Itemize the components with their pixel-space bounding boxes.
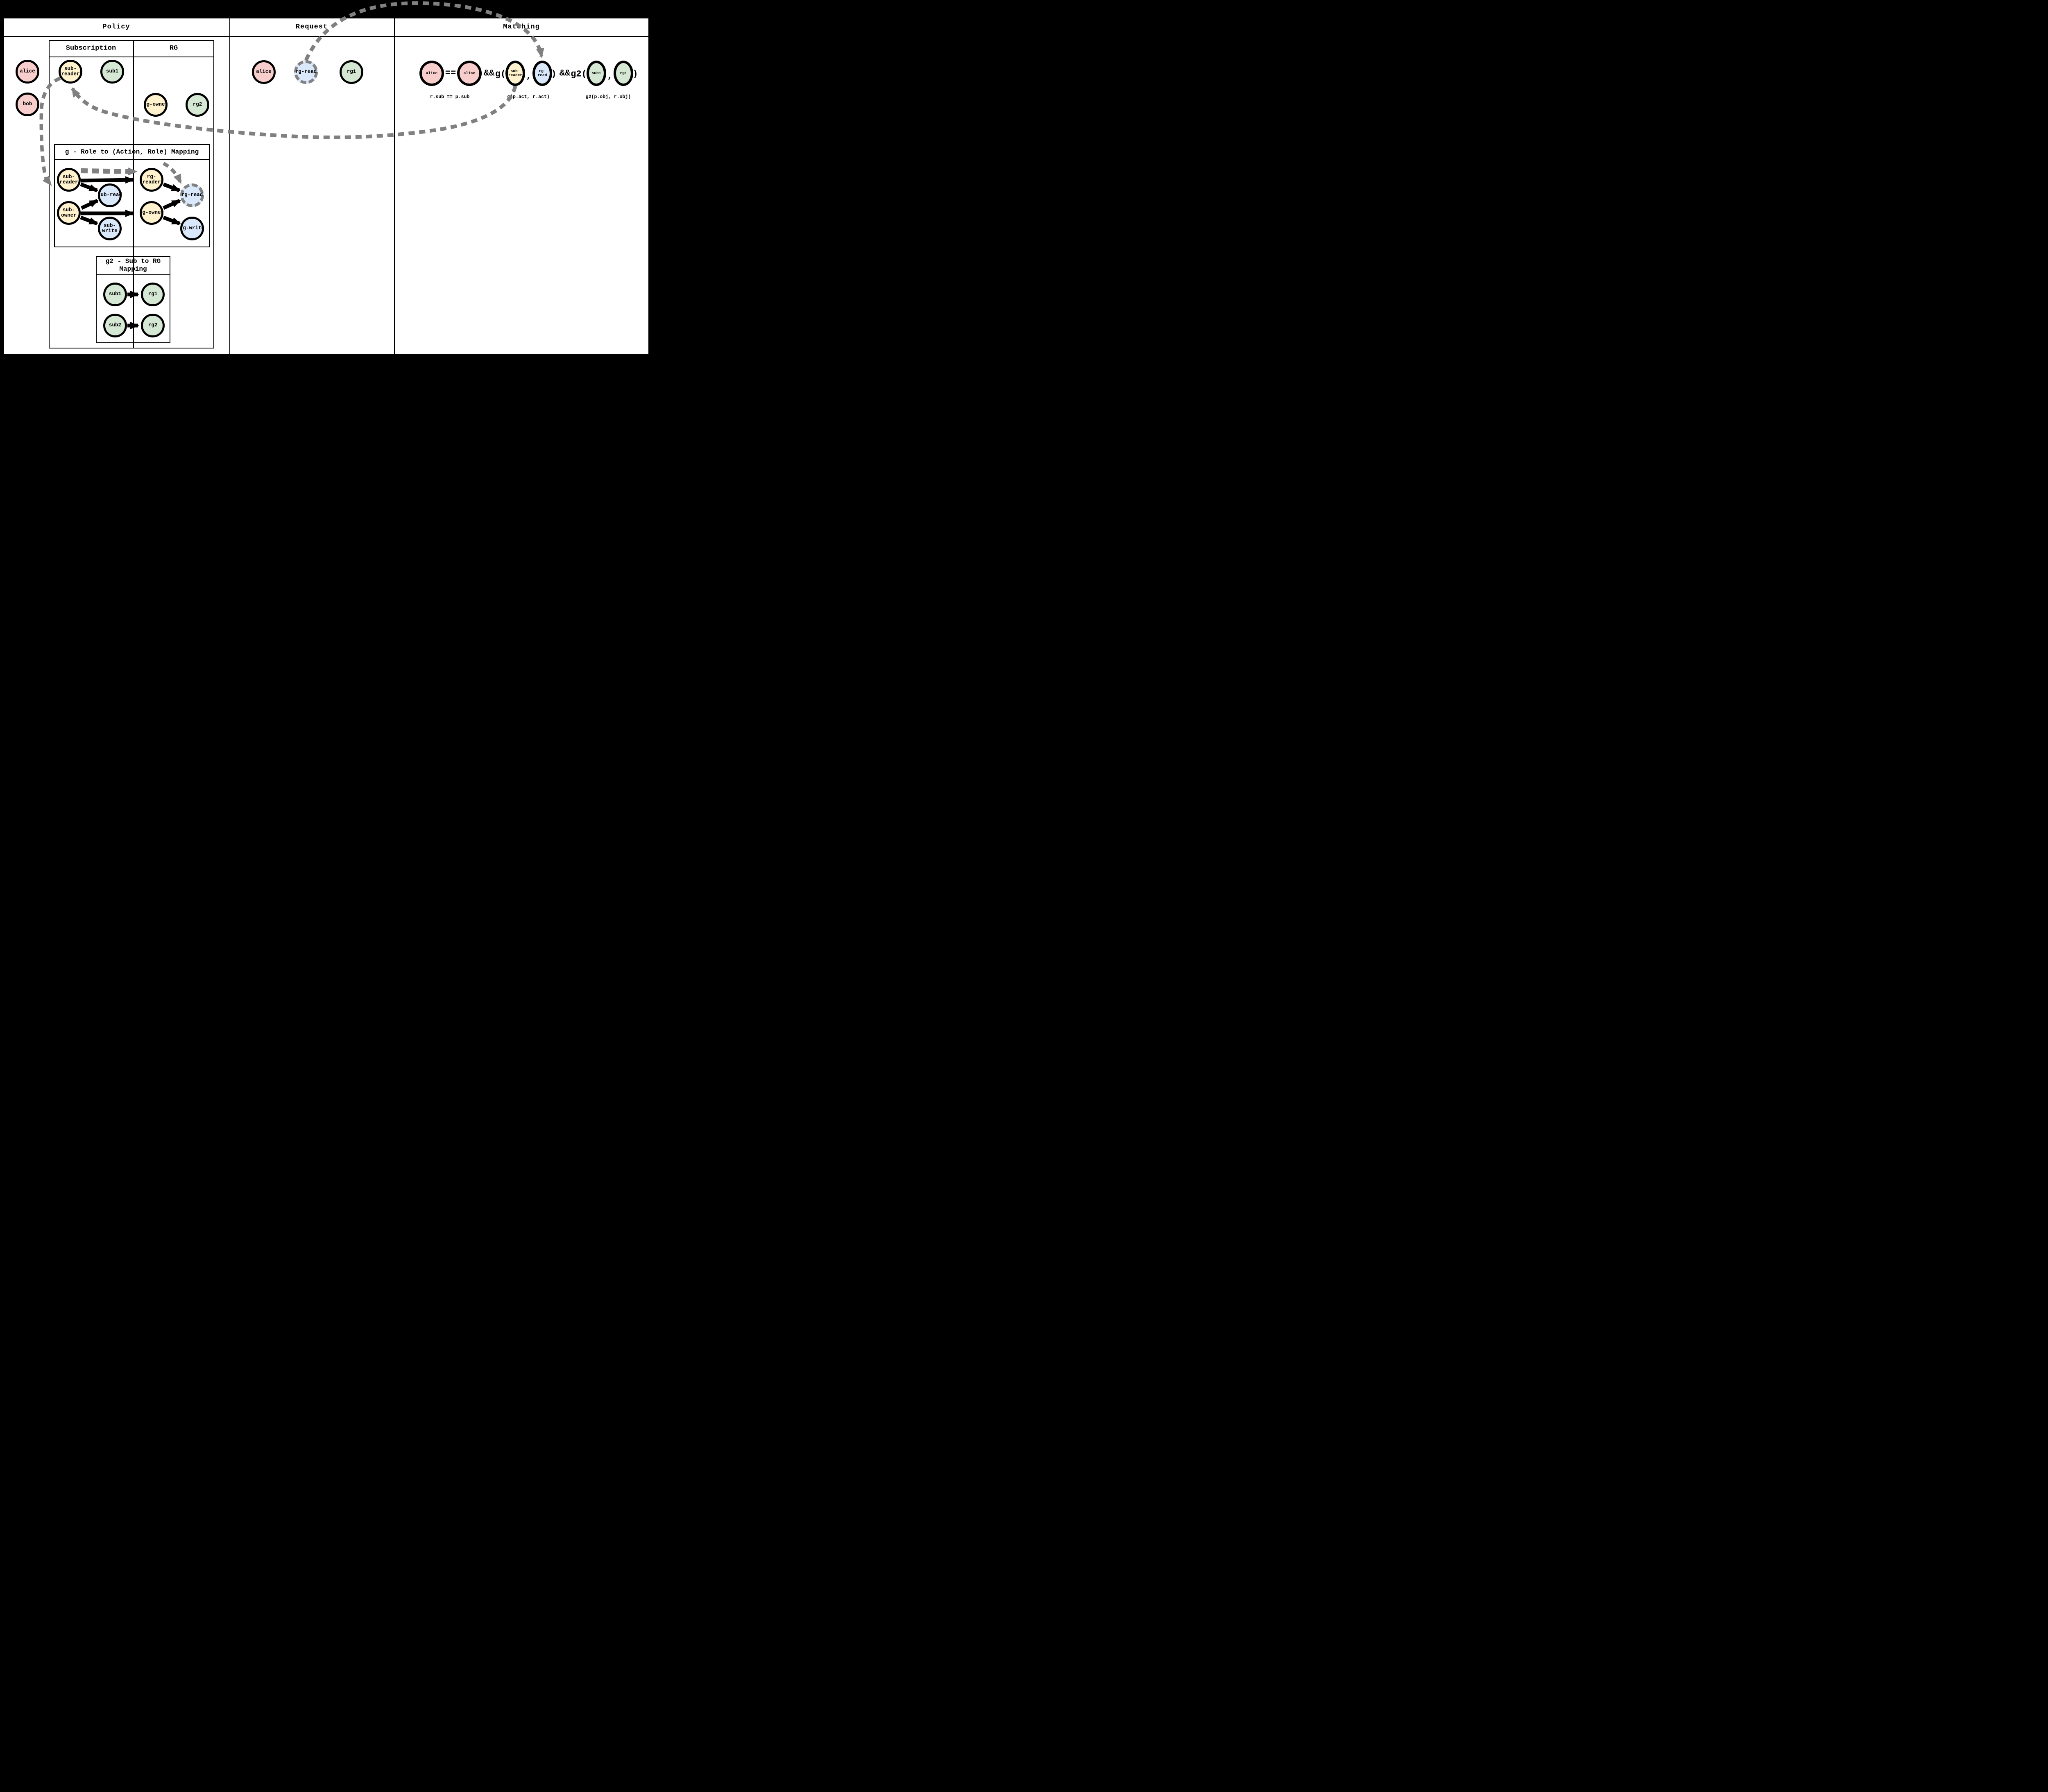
policy-node-sub-reader: sub- reader (59, 60, 82, 84)
policy-subscription-rg-table (49, 40, 214, 348)
g2-mapping-box (96, 256, 170, 343)
policy-panel-title: Policy (102, 23, 130, 31)
request-node-alice: alice (252, 60, 276, 84)
g2-box-title-line1: g2 - Sub to RG (105, 258, 161, 265)
op-and-1: && (483, 68, 495, 79)
divider-request-matching (394, 18, 395, 355)
op-g-open: g( (495, 69, 506, 79)
g-node-sub-read: sub-read (97, 183, 122, 207)
g2-box-title-line2: Mapping (119, 265, 147, 273)
annotation-g2-pobj-robj: g2(p.obj, r.obj) (585, 94, 631, 100)
request-panel-title: Request (295, 23, 328, 31)
g-node-rg-reader: rg- reader (140, 168, 163, 192)
op-comma-2: , (607, 71, 613, 81)
matching-node-r-obj: rg1 (614, 61, 633, 86)
op-comma-1: , (526, 71, 532, 81)
op-close-1: ) (551, 69, 557, 79)
g-box-title: g - Role to (Action, Role) Mapping (65, 148, 199, 156)
g-box-title-separator (55, 159, 209, 160)
table-column-divider (133, 41, 134, 348)
policy-node-bob: bob (16, 93, 39, 116)
column-header-subscription: Subscription (66, 44, 116, 52)
g2-node-sub2: sub2 (103, 314, 127, 337)
g2-node-sub1: sub1 (103, 283, 127, 306)
g2-node-rg1: rg1 (141, 283, 165, 306)
policy-node-rg-owner: rg-owner (143, 93, 168, 117)
g-node-rg-write: rg-write (180, 217, 204, 240)
request-node-rg1: rg1 (340, 60, 363, 84)
op-close-2: ) (632, 69, 638, 79)
header-row-separator (3, 36, 649, 37)
policy-node-alice: alice (16, 60, 39, 84)
divider-policy-request (229, 18, 230, 355)
g-node-sub-write: sub- write (98, 217, 122, 240)
g-node-sub-reader: sub- reader (57, 168, 81, 192)
g-node-sub-owner: sub- owner (57, 201, 81, 225)
matching-node-r-sub: alice (419, 61, 444, 86)
matching-node-p-sub: alice (457, 61, 482, 86)
column-header-rg: RG (169, 44, 178, 52)
op-equals: == (445, 68, 456, 79)
policy-node-rg2: rg2 (186, 93, 209, 117)
request-node-rg-read-highlighted: rg-read (294, 60, 318, 84)
annotation-g-pact-ract: g(p.act, r.act) (507, 94, 550, 100)
op-g2-open: g2( (571, 69, 587, 79)
matching-node-r-act: rg- read (532, 61, 552, 86)
g2-box-title-separator (97, 274, 170, 275)
matching-node-p-act: sub- reader (505, 61, 525, 86)
matching-node-p-obj: sub1 (587, 61, 606, 86)
g2-node-rg2: rg2 (141, 314, 165, 337)
annotation-rsub-psub: r.sub == p.sub (430, 94, 470, 100)
g-mapping-box (54, 144, 210, 247)
policy-node-sub1: sub1 (100, 60, 124, 84)
g-node-rg-owner: rg-owner (139, 201, 164, 225)
g-node-rg-read-highlighted: rg-read (180, 183, 204, 207)
op-and-2: && (559, 68, 571, 79)
matching-panel-title: Matching (503, 23, 540, 31)
rbac-matching-diagram: Policy Request Matching Subscription RG … (0, 0, 652, 358)
